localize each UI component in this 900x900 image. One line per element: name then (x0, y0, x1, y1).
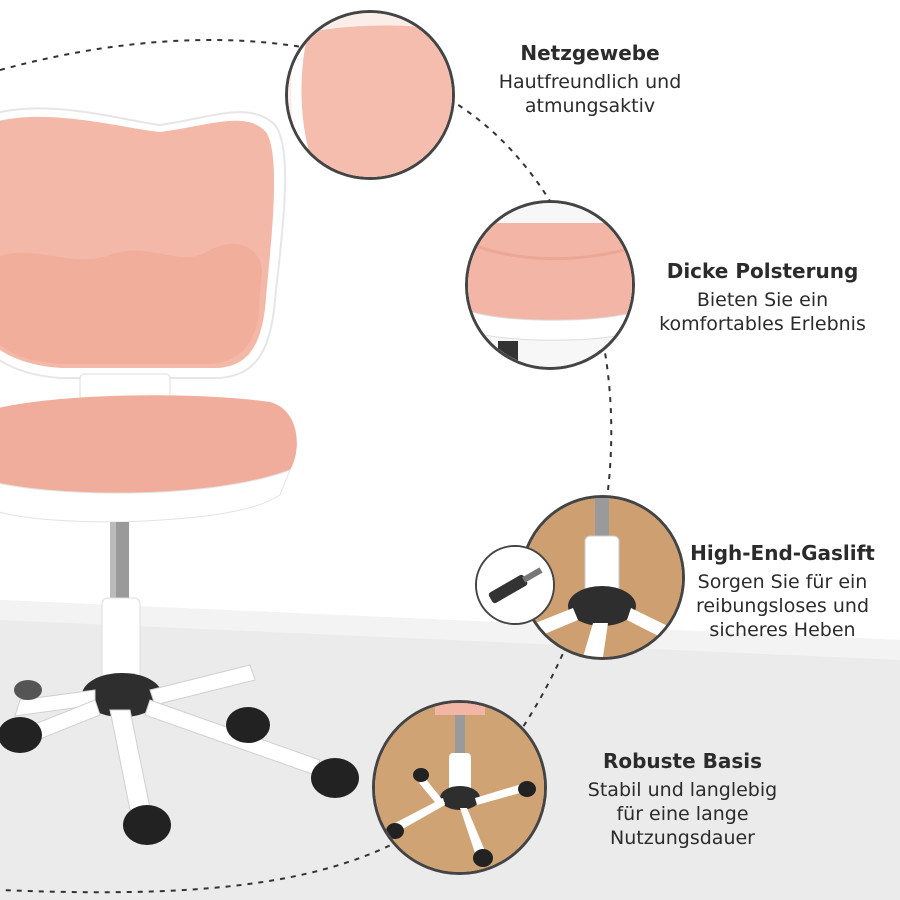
caster-wheel (14, 680, 42, 700)
feature-desc-line: für eine lange (616, 803, 749, 825)
feature-desc-line: komfortables Erlebnis (659, 313, 866, 335)
feature-desc-line: Stabil und langlebig (587, 779, 778, 801)
feature-base: Robuste Basis Stabil und langlebig für e… (555, 748, 810, 850)
mesh-detail-image (285, 10, 455, 180)
caster-wheel (311, 758, 359, 798)
padding-detail-image (465, 200, 635, 370)
base-detail-image (372, 700, 547, 875)
feature-padding: Dicke Polsterung Bieten Sie ein komforta… (630, 258, 895, 336)
feature-title: High-End-Gaslift (690, 541, 875, 565)
gas-lift-rod (113, 522, 129, 602)
feature-mesh: Netzgewebe Hautfreundlich und atmungsakt… (460, 40, 720, 118)
caster-wheel (226, 707, 270, 743)
feature-title: Dicke Polsterung (666, 259, 859, 283)
gas-cylinder-inset (475, 545, 555, 625)
feature-gaslift: High-End-Gaslift Sorgen Sie für ein reib… (670, 540, 895, 642)
seat-base (0, 469, 291, 523)
feature-desc-line: Sorgen Sie für ein (697, 571, 868, 593)
gas-lift-cover (101, 597, 141, 684)
seat-cushion (0, 395, 297, 510)
base-hub (82, 673, 162, 717)
feature-desc-line: Hautfreundlich und (498, 71, 682, 93)
feature-title: Robuste Basis (602, 749, 763, 773)
feature-title: Netzgewebe (520, 41, 660, 65)
feature-desc-line: Nutzungsdauer (610, 827, 755, 849)
feature-desc-line: atmungsaktiv (524, 95, 656, 117)
caster-wheel (123, 805, 171, 845)
base-leg (149, 664, 256, 706)
caster-wheel (0, 717, 42, 753)
feature-desc-line: reibungsloses und (695, 595, 870, 617)
feature-desc-line: Bieten Sie ein (696, 289, 829, 311)
feature-desc-line: sicheres Heben (709, 619, 856, 641)
